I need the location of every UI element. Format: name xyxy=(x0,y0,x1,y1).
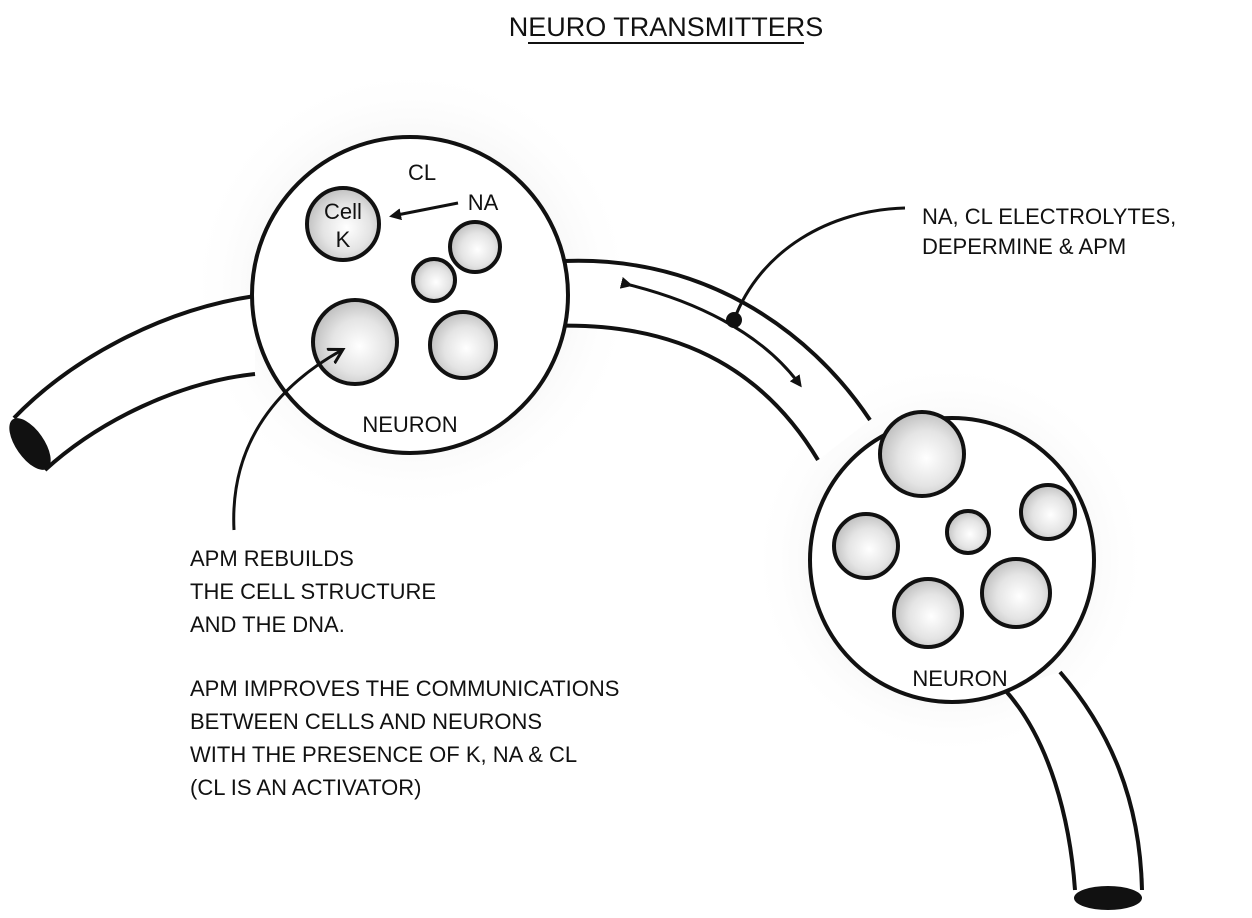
diagram-title: NEURO TRANSMITTERS xyxy=(509,12,824,42)
note-a-line: AND THE DNA. xyxy=(190,612,345,637)
callout-leader xyxy=(732,206,906,321)
organelle xyxy=(448,220,502,274)
note-b-line: WITH THE PRESENCE OF K, NA & CL xyxy=(190,742,577,767)
note-b-line: APM IMPROVES THE COMMUNICATIONS xyxy=(190,676,619,701)
right-neuron: NEURON xyxy=(808,410,1096,704)
organelle xyxy=(980,557,1052,629)
callout-line2: DEPERMINE & APM xyxy=(922,234,1126,259)
left-neuron-label: NEURON xyxy=(362,412,457,437)
cell-label-line2: K xyxy=(336,227,351,252)
transport-arrow xyxy=(619,276,802,388)
left-dendrite xyxy=(9,294,256,472)
right-neuron-label: NEURON xyxy=(912,666,1007,691)
organelle xyxy=(428,310,498,380)
organelle xyxy=(945,509,991,555)
organelle xyxy=(878,410,966,498)
note-b-line: (CL IS AN ACTIVATOR) xyxy=(190,775,421,800)
note-a-line: APM REBUILDS xyxy=(190,546,354,571)
organelle xyxy=(892,577,964,649)
note-a-line: THE CELL STRUCTURE xyxy=(190,579,436,604)
na-label: NA xyxy=(468,190,499,215)
organelle xyxy=(411,257,457,303)
cl-label: CL xyxy=(408,160,436,185)
notes: APM REBUILDS THE CELL STRUCTURE AND THE … xyxy=(190,546,619,800)
left-neuron: Cell K CL NA NEURON xyxy=(250,135,570,455)
rebuild-arrow xyxy=(232,350,342,531)
note-b-line: BETWEEN CELLS AND NEURONS xyxy=(190,709,542,734)
na-to-cell-arrow xyxy=(389,201,459,221)
organelle xyxy=(1019,483,1077,541)
callout-line1: NA, CL ELECTROLYTES, xyxy=(922,204,1176,229)
organelle xyxy=(311,298,399,386)
right-dendrite xyxy=(1003,670,1144,910)
left-dendrite-opening xyxy=(9,418,51,470)
organelle xyxy=(832,512,900,580)
cell-label-line1: Cell xyxy=(324,199,362,224)
right-dendrite-opening xyxy=(1074,886,1142,910)
cell-k-organelle xyxy=(305,186,381,262)
callout-dot xyxy=(726,312,742,328)
